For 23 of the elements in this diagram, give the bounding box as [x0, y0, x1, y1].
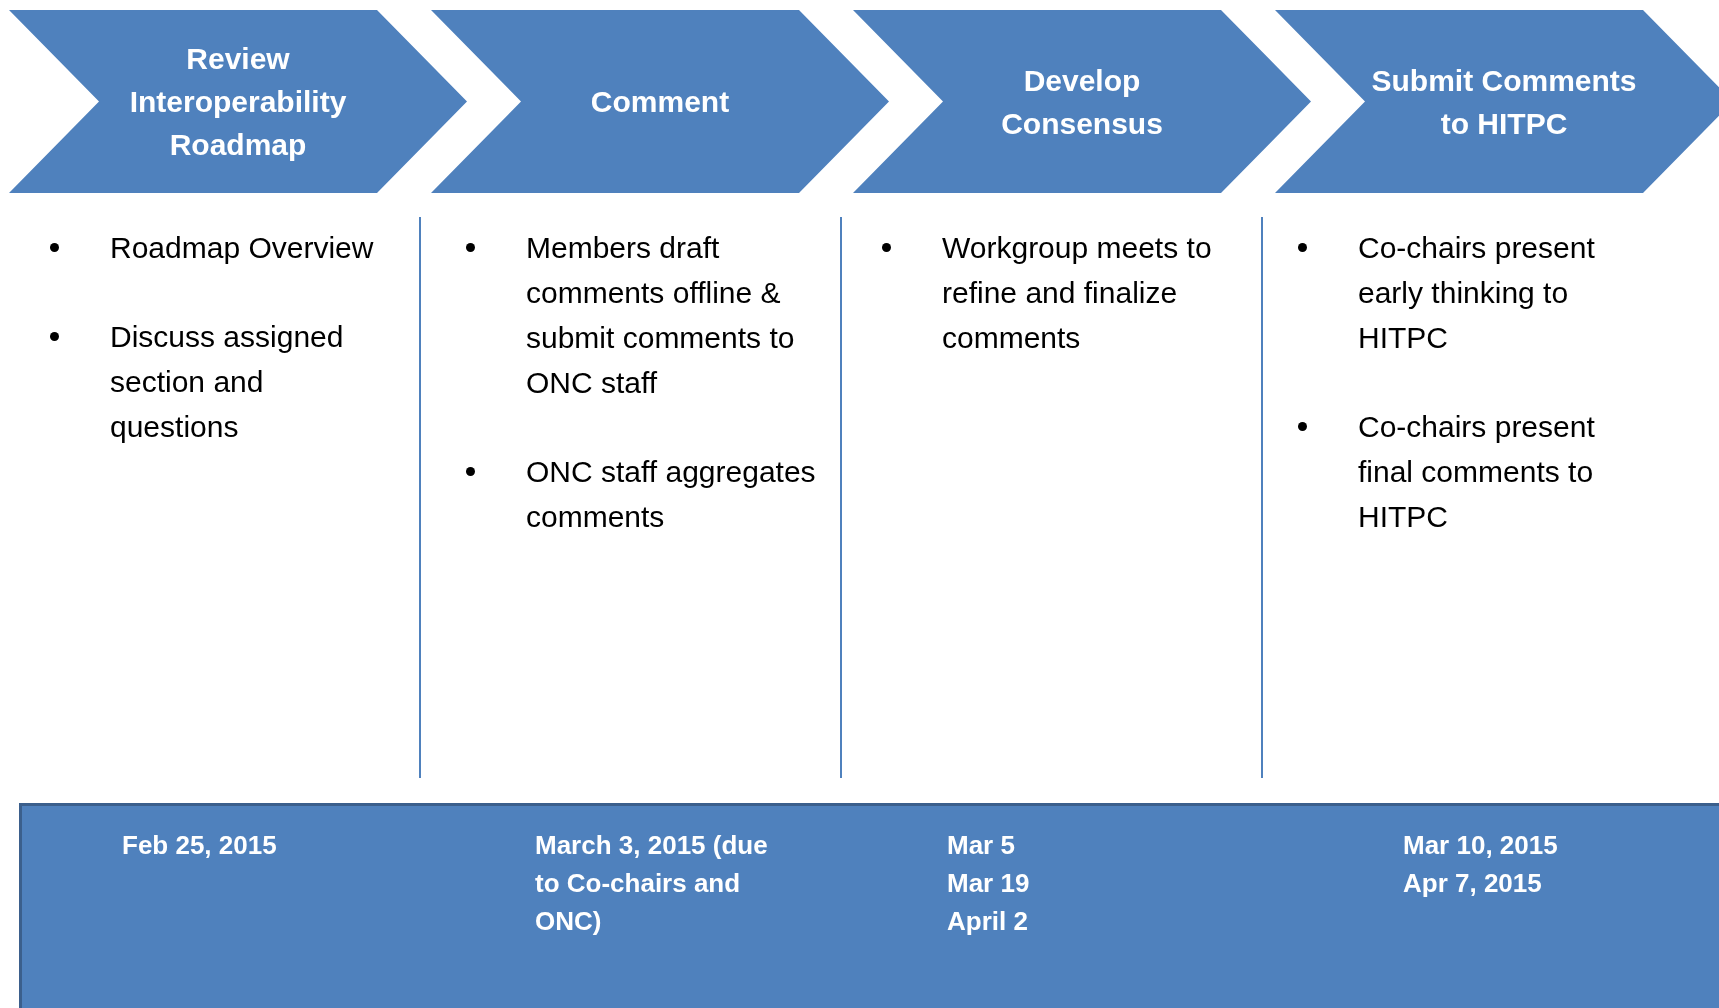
chevron-step	[853, 10, 1311, 193]
step-title: Submit Comments to HITPC	[1370, 62, 1638, 142]
bullet-text: Members draft comments offline & submit comments to ONC staff	[526, 231, 795, 399]
date-text: March 3, 2015 (due to Co-chairs and ONC)	[535, 829, 769, 938]
date-text: Mar 5	[947, 829, 1016, 862]
bullet-text: Co-chairs present early thinking to HITPC	[1358, 231, 1595, 354]
bullet-text: Co-chairs present final comments to HITPC	[1358, 410, 1595, 533]
date-text: Feb 25, 2015	[122, 829, 278, 862]
bullet-text: Workgroup meets to refine and finalize comments	[942, 231, 1212, 354]
bullet-text: ONC staff aggregates comments	[526, 455, 816, 533]
bullet-text: Roadmap Overview	[110, 231, 374, 264]
step-title: Review Interoperability Roadmap	[128, 41, 348, 163]
timeline-band	[19, 803, 1719, 1008]
chevron-step	[1275, 10, 1719, 193]
chevron-step	[431, 10, 889, 193]
date-text: Apr 7, 2015	[1403, 867, 1543, 900]
step-title: Comment	[590, 84, 730, 120]
date-text: Mar 10, 2015	[1403, 829, 1559, 862]
chevron-step	[9, 10, 467, 193]
date-text: April 2	[947, 905, 1029, 938]
step-title: Develop Consensus	[1000, 62, 1164, 142]
date-text: Mar 19	[947, 867, 1031, 900]
bullet-text: Discuss assigned section and questions	[110, 320, 344, 443]
